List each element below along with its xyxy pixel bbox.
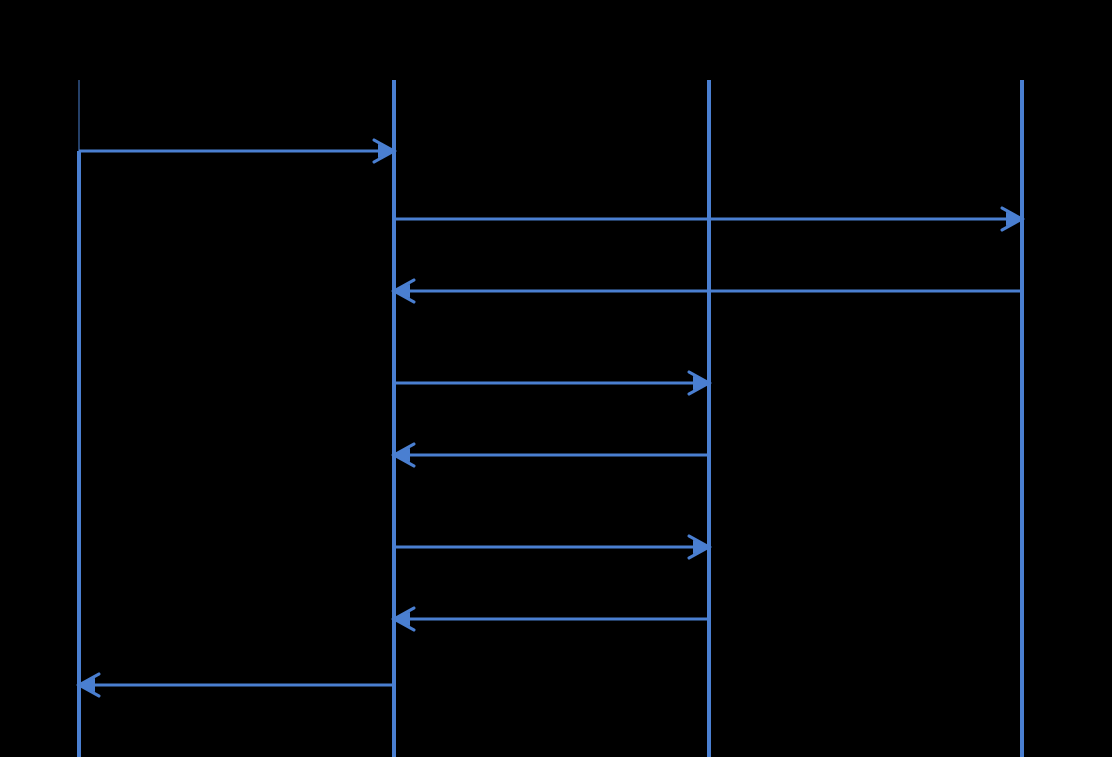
message-8: [75, 672, 394, 698]
message-arrowhead-fill-6: [693, 540, 709, 554]
message-arrowhead-fill-5: [394, 448, 410, 462]
activation-bars-layer: [77, 80, 1024, 757]
message-6: [394, 534, 713, 560]
message-arrowhead-fill-7: [394, 612, 410, 626]
message-5: [390, 442, 709, 468]
message-2: [394, 206, 1026, 232]
message-arrowhead-fill-8: [79, 678, 95, 692]
message-3: [390, 278, 1022, 304]
message-1: [79, 138, 398, 164]
message-7: [390, 606, 709, 632]
message-arrowhead-fill-1: [378, 144, 394, 158]
message-arrowhead-fill-2: [1006, 212, 1022, 226]
message-arrowhead-fill-4: [693, 376, 709, 390]
message-arrowhead-fill-3: [394, 284, 410, 298]
message-4: [394, 370, 713, 396]
messages-layer: [75, 138, 1026, 698]
